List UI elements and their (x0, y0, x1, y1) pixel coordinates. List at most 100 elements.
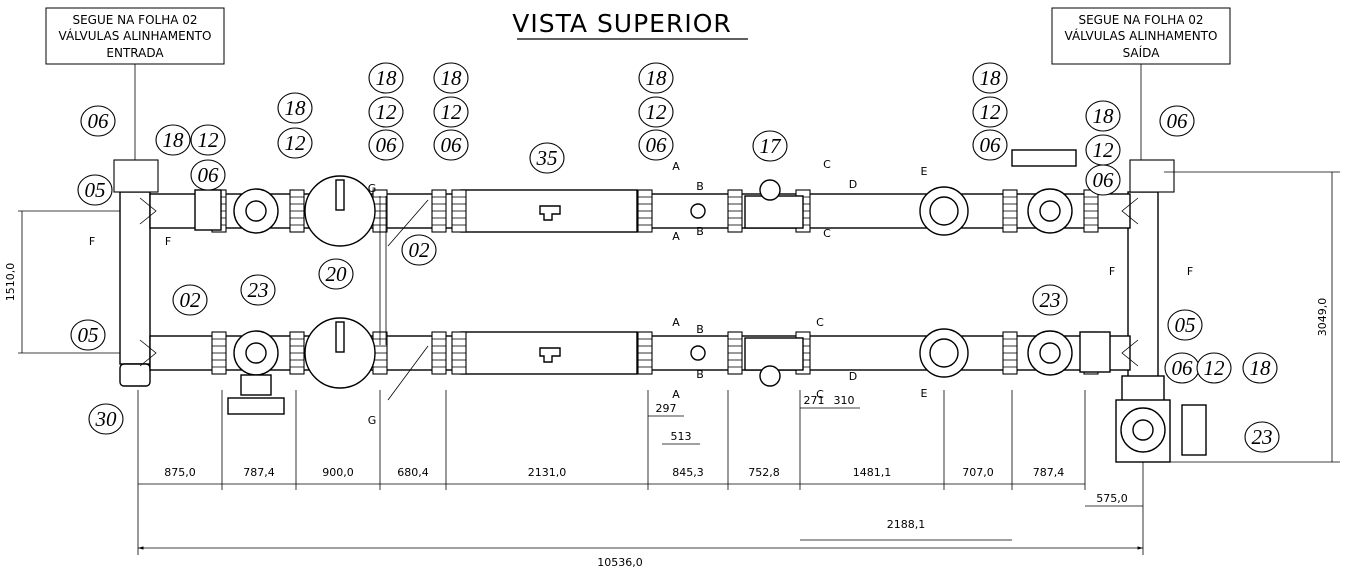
item-bubble: 17 (752, 130, 788, 162)
note-box-right: SEGUE NA FOLHA 02 VÁLVULAS ALINHAMENTO S… (1051, 7, 1231, 65)
section-mark: B (696, 368, 704, 381)
item-bubble-number: 06 (1172, 356, 1194, 380)
item-bubble: 05 (70, 319, 106, 351)
item-bubble-number: 05 (1175, 313, 1196, 337)
section-mark: E (921, 387, 928, 400)
item-bubble-number: 12 (1093, 138, 1115, 162)
item-bubble: 12 (972, 96, 1008, 128)
dimension-label: 707,0 (962, 466, 994, 479)
item-bubble-number: 12 (1204, 356, 1226, 380)
item-bubble-number: 18 (1093, 104, 1115, 128)
dimension-label: 752,8 (748, 466, 780, 479)
note-left-line-3: ENTRADA (106, 46, 164, 60)
drawing-title: VISTA SUPERIOR (512, 9, 732, 38)
item-bubble: 05 (1167, 309, 1203, 341)
item-bubble: 18 (638, 62, 674, 94)
item-bubble-number: 23 (1040, 288, 1061, 312)
item-bubble: 06 (1159, 105, 1195, 137)
item-bubble-number: 17 (760, 134, 783, 158)
section-mark: D (849, 370, 857, 383)
item-bubble-number: 18 (980, 66, 1002, 90)
item-bubble: 18 (368, 62, 404, 94)
item-bubble: 06 (1164, 352, 1200, 384)
item-bubble: 12 (190, 124, 226, 156)
item-bubble: 12 (1196, 352, 1232, 384)
item-bubble: 06 (972, 129, 1008, 161)
dimension-label: 575,0 (1096, 492, 1128, 505)
dimension-label: 271 (804, 394, 825, 407)
section-mark: F (1187, 265, 1193, 278)
dimension-label: 310 (834, 394, 855, 407)
item-bubble: 18 (155, 124, 191, 156)
section-mark: C (816, 388, 824, 401)
item-bubble-number: 12 (980, 100, 1002, 124)
item-bubble-number: 05 (78, 323, 99, 347)
dimension-label: 1481,1 (853, 466, 892, 479)
dimension-label: 680,4 (397, 466, 429, 479)
dimension-vertical-right: 3049,0 (1316, 298, 1329, 337)
section-mark: B (696, 225, 704, 238)
dimension-label: 845,3 (672, 466, 704, 479)
dimension-label: 297 (656, 402, 677, 415)
item-bubble-number: 35 (536, 146, 558, 170)
item-bubble-number: 06 (198, 163, 220, 187)
item-bubble-number: 06 (441, 133, 463, 157)
item-bubble-number: 20 (326, 262, 348, 286)
section-mark: C (816, 316, 824, 329)
section-mark: G (368, 182, 377, 195)
section-mark: A (672, 160, 680, 173)
item-bubble: 35 (529, 142, 565, 174)
item-bubble-number: 06 (980, 133, 1002, 157)
item-bubble: 18 (1085, 100, 1121, 132)
section-mark: A (672, 230, 680, 243)
item-bubble-number: 18 (285, 96, 307, 120)
dimension-label: 2131,0 (528, 466, 567, 479)
item-bubble: 06 (80, 105, 116, 137)
item-bubble-number: 02 (409, 238, 431, 262)
item-bubble: 12 (433, 96, 469, 128)
note-right-line-3: SAÍDA (1123, 45, 1161, 60)
item-bubble-number: 18 (163, 128, 185, 152)
item-bubble: 12 (368, 96, 404, 128)
item-bubble: 06 (190, 159, 226, 191)
item-bubble-number: 30 (95, 407, 118, 431)
dimension-label: 513 (671, 430, 692, 443)
item-bubble: 02 (401, 234, 437, 266)
item-bubble: 05 (77, 174, 113, 206)
item-bubble: 12 (638, 96, 674, 128)
item-bubble: 12 (277, 127, 313, 159)
item-bubble: 18 (972, 62, 1008, 94)
section-mark: B (696, 180, 704, 193)
item-bubble-number: 02 (180, 288, 202, 312)
item-bubble: 20 (318, 258, 354, 290)
dimension-label: 2188,1 (887, 518, 926, 531)
item-bubble: 06 (638, 129, 674, 161)
item-bubble-number: 18 (1250, 356, 1272, 380)
dimension-label: 787,4 (1033, 466, 1065, 479)
note-left-line-2: VÁLVULAS ALINHAMENTO (59, 28, 212, 43)
dimension-vertical-left: 1510,0 (4, 263, 17, 302)
item-bubble-number: 06 (376, 133, 398, 157)
item-bubble-number: 18 (441, 66, 463, 90)
item-bubble: 12 (1085, 134, 1121, 166)
section-mark: G (368, 414, 377, 427)
dimension-label: 787,4 (243, 466, 275, 479)
section-mark: A (672, 388, 680, 401)
item-bubble: 06 (433, 129, 469, 161)
item-bubble-number: 06 (646, 133, 668, 157)
section-mark: F (165, 235, 171, 248)
item-bubble-number: 06 (1093, 168, 1115, 192)
item-bubble-number: 05 (85, 178, 106, 202)
item-bubble: 30 (88, 403, 124, 435)
section-mark: F (89, 235, 95, 248)
note-right-line-1: SEGUE NA FOLHA 02 (1078, 13, 1203, 27)
item-bubble: 18 (1242, 352, 1278, 384)
section-mark: D (849, 178, 857, 191)
note-box-left: SEGUE NA FOLHA 02 VÁLVULAS ALINHAMENTO E… (45, 7, 225, 65)
item-bubble-number: 12 (198, 128, 220, 152)
item-bubble-number: 12 (285, 131, 307, 155)
item-bubble-number: 18 (376, 66, 398, 90)
